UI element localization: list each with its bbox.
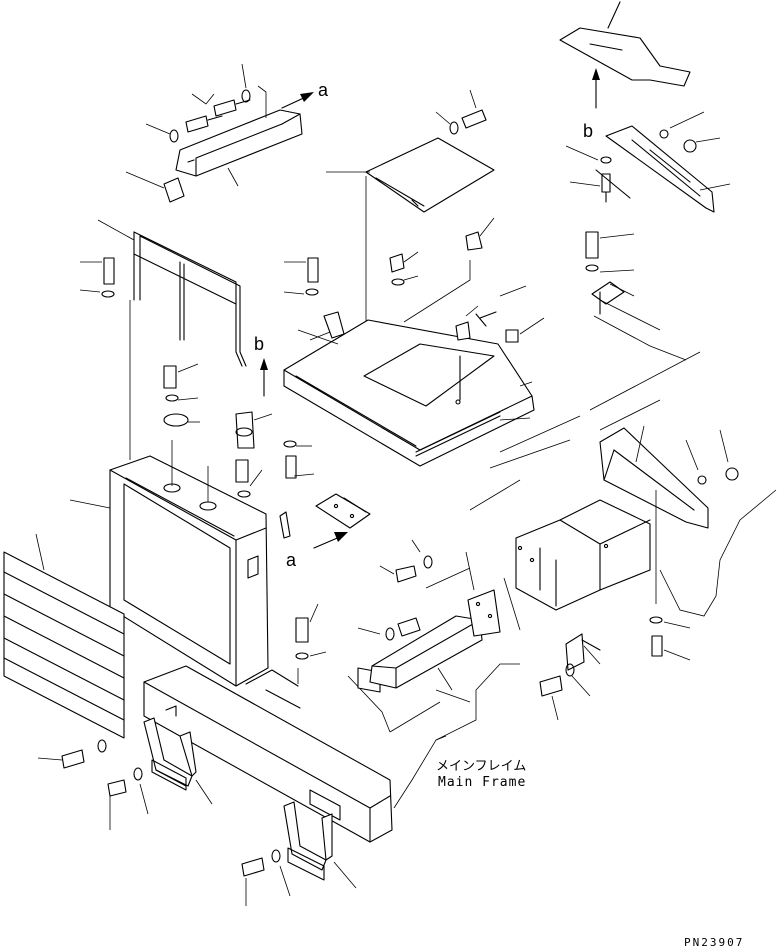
arrow-a-bottom: a xyxy=(286,532,348,570)
callout-a-top: a xyxy=(318,80,329,100)
center-support-beam xyxy=(357,539,501,691)
left-step xyxy=(37,717,213,830)
right-lower-bracket xyxy=(539,633,601,721)
right-bolt-bracket xyxy=(585,231,635,315)
main-frame-label-jp: メインフレイム xyxy=(436,758,526,773)
guard-rail xyxy=(79,219,247,460)
frame-right-structure xyxy=(469,299,777,631)
battery-box xyxy=(283,217,545,467)
arrow-a-top: a xyxy=(281,80,329,109)
callout-b-top: b xyxy=(583,121,593,141)
main-frame-label: メインフレイム Main Frame xyxy=(436,758,526,790)
callout-b-mid: b xyxy=(254,334,264,354)
right-step-bracket xyxy=(599,425,739,661)
callout-a-bottom: a xyxy=(286,550,297,570)
center-step xyxy=(241,801,357,906)
mount-plate-a xyxy=(315,493,371,529)
left-fasteners xyxy=(163,363,315,539)
arrow-b-mid: b xyxy=(254,334,268,397)
main-frame-label-en: Main Frame xyxy=(438,775,526,790)
radiator-lower-fasteners xyxy=(295,603,327,684)
arrow-b-top: b xyxy=(583,68,600,141)
support-beam-assembly xyxy=(125,63,303,203)
top-cover-plate xyxy=(559,1,691,87)
bracket-b-detail xyxy=(565,111,731,213)
grille xyxy=(3,533,125,739)
drawing-number: PN23907 xyxy=(684,936,744,947)
